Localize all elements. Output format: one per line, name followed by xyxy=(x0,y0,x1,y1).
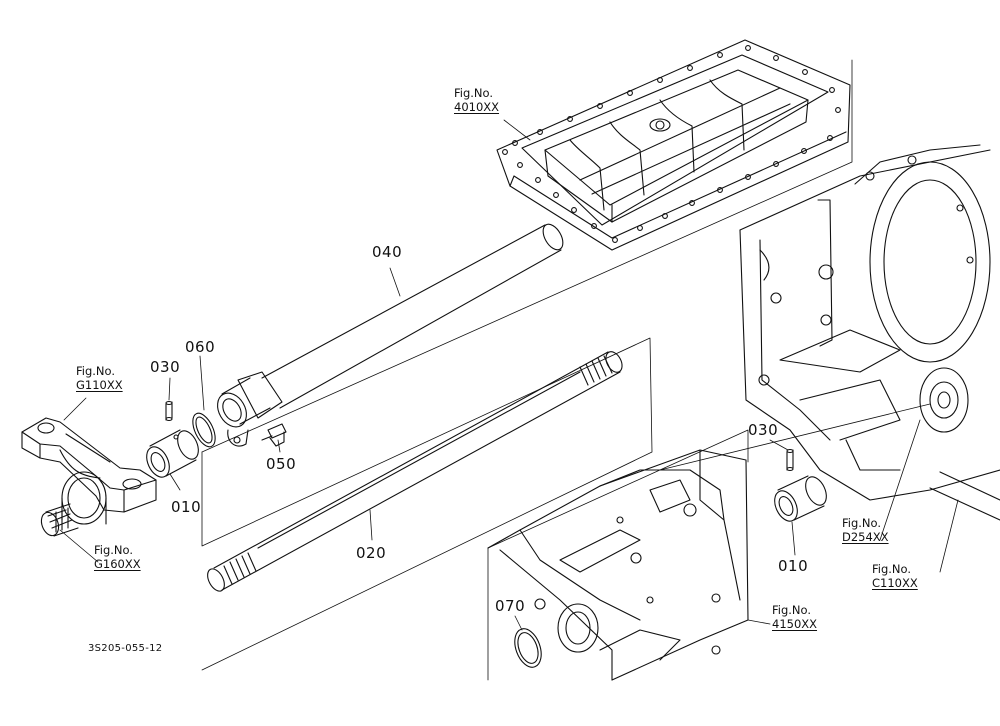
fig-ref-4010XX[interactable]: Fig.No. 4010XX xyxy=(454,86,499,114)
fig-ref-label: Fig.No. xyxy=(772,603,812,617)
fig-ref-G160XX[interactable]: Fig.No. G160XX xyxy=(94,543,141,571)
bushing-010-left xyxy=(146,429,199,478)
pin-030-left xyxy=(165,400,173,422)
lower-housing xyxy=(487,449,749,681)
part-020-label: 020 xyxy=(356,544,387,562)
part-040-label: 040 xyxy=(372,243,403,261)
fig-ref-4150XX[interactable]: Fig.No. 4150XX xyxy=(772,603,817,631)
splined-shaft-end xyxy=(40,503,79,537)
bolt-050 xyxy=(261,423,287,447)
fig-ref-G110XX[interactable]: Fig.No. G110XX xyxy=(76,364,123,392)
arm-bracket xyxy=(21,417,157,525)
fig-ref-code[interactable]: D254XX xyxy=(842,530,889,544)
pin-030-right xyxy=(786,448,794,472)
part-050-label: 050 xyxy=(266,455,297,473)
fig-ref-C110XX[interactable]: Fig.No. C110XX xyxy=(872,562,918,590)
fig-ref-code[interactable]: 4150XX xyxy=(772,617,818,631)
leader-lines xyxy=(59,119,959,631)
fig-ref-code[interactable]: G110XX xyxy=(76,378,123,392)
drawing-number: 3S205-055-12 xyxy=(88,643,163,654)
o-ring-070 xyxy=(514,628,542,668)
part-030-right-label: 030 xyxy=(748,421,779,439)
part-070-label: 070 xyxy=(495,597,526,615)
part-060-label: 060 xyxy=(185,338,216,356)
fig-ref-code[interactable]: 4010XX xyxy=(454,100,500,114)
part-030-left-label: 030 xyxy=(150,358,181,376)
fig-ref-label: Fig.No. xyxy=(842,516,882,530)
fig-ref-label: Fig.No. xyxy=(76,364,116,378)
oil-pan-housing xyxy=(496,39,851,251)
splined-shaft-020 xyxy=(207,351,623,592)
o-ring-060 xyxy=(192,412,216,448)
fig-ref-code[interactable]: C110XX xyxy=(872,576,918,590)
bushing-010-right xyxy=(774,475,827,522)
fig-ref-label: Fig.No. xyxy=(94,543,134,557)
part-010-right-label: 010 xyxy=(778,557,809,575)
transmission-case xyxy=(739,144,1000,521)
fig-ref-code[interactable]: G160XX xyxy=(94,557,141,571)
shaft-tube-040 xyxy=(217,223,564,447)
fig-ref-label: Fig.No. xyxy=(872,562,912,576)
fig-ref-D254XX[interactable]: Fig.No. D254XX xyxy=(842,516,889,544)
part-010-left-label: 010 xyxy=(171,498,202,516)
fig-ref-label: Fig.No. xyxy=(454,86,494,100)
